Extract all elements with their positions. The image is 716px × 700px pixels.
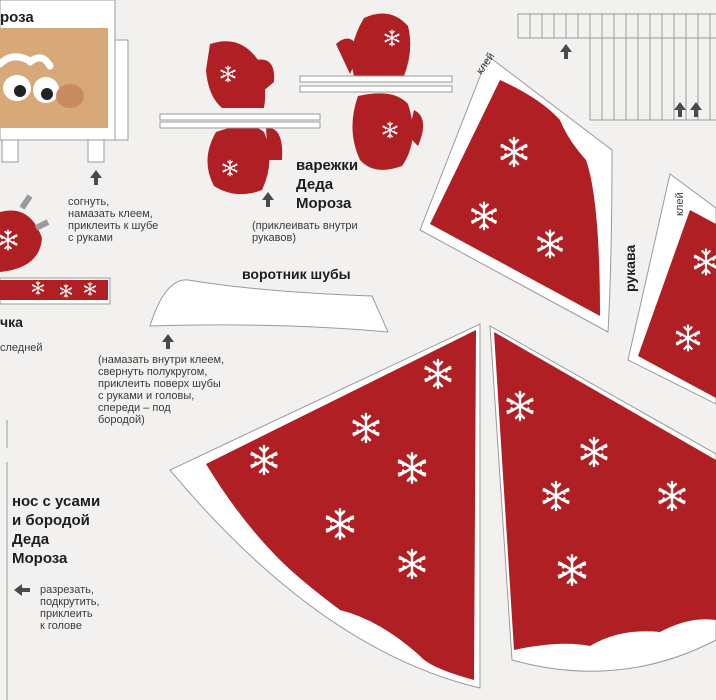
eye-icon (33, 77, 59, 103)
mittens-note: (приклеивать внутри рукавов) (252, 220, 358, 244)
sleeve-piece-2 (627, 173, 716, 405)
eye-icon (3, 75, 31, 101)
arrow-up-icon (162, 334, 174, 349)
glue-label-2: клей (674, 192, 686, 216)
top-left-title: роза (0, 9, 34, 26)
nose-title: нос с усами и бородой Деда Мороза (12, 493, 101, 567)
collar-piece (149, 279, 389, 333)
fold-instructions: согнуть, намазать клеем, приклеить к шуб… (68, 196, 159, 244)
left-mid-title: чка (0, 314, 23, 330)
arrow-up-icon (90, 170, 102, 185)
nose-note: разрезать, подкрутить, приклеить к голов… (40, 584, 100, 632)
arrow-up-icon (674, 102, 686, 117)
sleeves-label: рукава (622, 244, 638, 292)
mitten-piece-1 (159, 41, 321, 195)
arrow-up-icon (560, 44, 572, 59)
mittens-title: варежки Деда Мороза (296, 157, 359, 212)
arrow-left-icon (14, 584, 30, 596)
mitten-piece-2 (299, 13, 453, 170)
arrow-up-icon (690, 102, 702, 117)
face-piece (0, 0, 129, 163)
hat-circle-piece (0, 194, 50, 272)
left-mid-note: следней (0, 342, 43, 354)
arrow-up-icon (262, 192, 274, 207)
sleeve-piece-1 (419, 55, 613, 333)
coat-piece-right (489, 325, 716, 672)
collar-note: (намазать внутри клеем, свернуть полукру… (98, 354, 225, 426)
comb-piece (517, 13, 716, 121)
hat-band-piece (0, 277, 111, 305)
coat-piece-left (169, 323, 481, 689)
collar-title: воротник шубы (242, 266, 351, 282)
